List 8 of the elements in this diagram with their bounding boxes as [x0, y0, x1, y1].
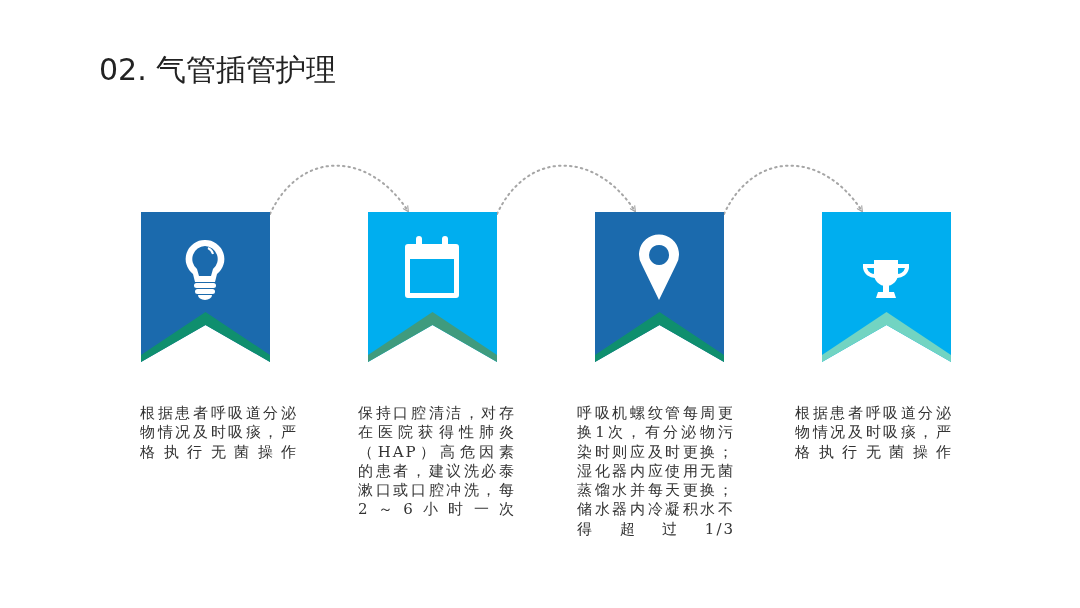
arrow — [723, 164, 863, 215]
description-text: 呼吸机螺纹管每周更换1次，有分泌物污染时则应及时更换；湿化器内应使用无菌蒸馏水并每天更换；储水器内冷凝积水不得超过1/3 — [577, 404, 735, 540]
description-text: 根据患者呼吸道分泌物情况及时吸痰，严格执行无菌操作 — [140, 404, 298, 462]
description-text: 根据患者呼吸道分泌物情况及时吸痰，严格执行无菌操作 — [795, 404, 953, 462]
arrow — [496, 164, 636, 215]
arrow — [269, 164, 409, 215]
title: 02. 气管插管护理 — [99, 51, 337, 89]
description-text: 保持口腔清洁，对存在医院获得性肺炎（HAP）高危因素的患者，建议洗必泰漱口或口腔冲洗，每2～6小时一次 — [358, 404, 516, 520]
